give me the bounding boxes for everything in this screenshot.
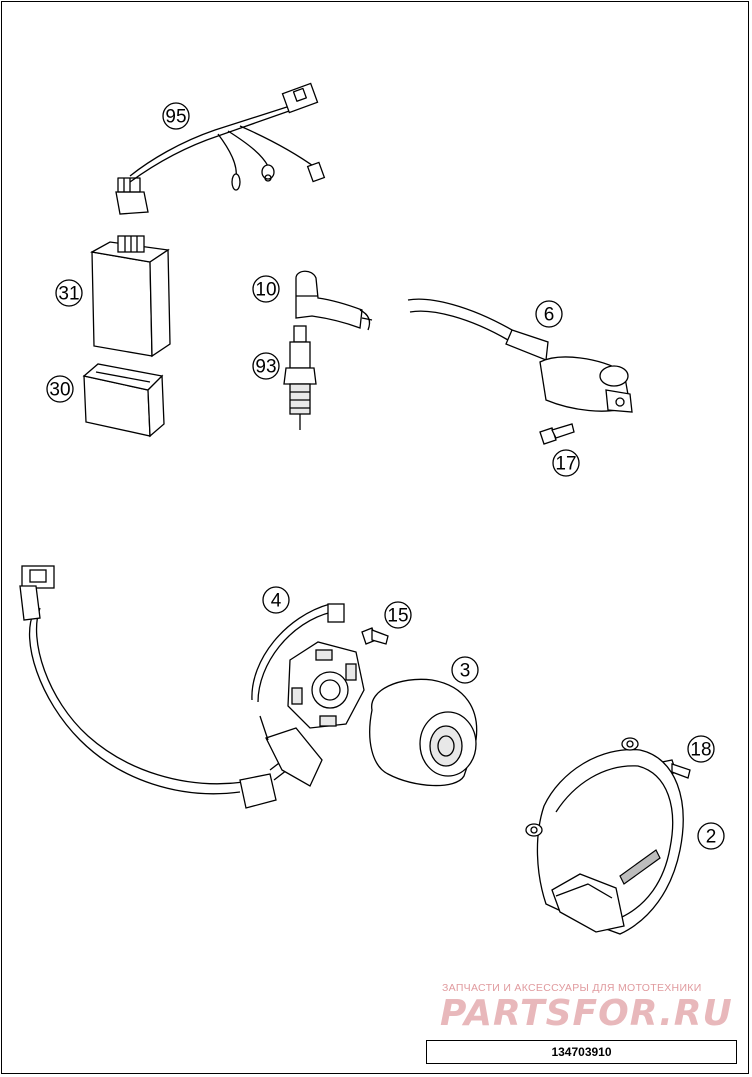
stator-bolt [361, 627, 389, 645]
callout-label-15: 15 [387, 606, 408, 627]
callout-label-95: 95 [165, 107, 186, 128]
watermark-logo: PARTSFOR.RU [440, 993, 733, 1034]
callout-31: 31 [55, 279, 83, 307]
callout-label-30: 30 [49, 380, 70, 401]
watermark-tagline: ЗАПЧАСТИ И АКСЕССУАРЫ ДЛЯ МОТОТЕХНИКИ [442, 982, 702, 994]
callouts: 95 31 30 10 93 6 17 4 [46, 102, 725, 850]
callout-10: 10 [252, 275, 280, 303]
callout-17: 17 [552, 449, 580, 477]
callout-label-4: 4 [271, 591, 282, 612]
callout-label-18: 18 [690, 740, 711, 761]
callout-93: 93 [252, 352, 280, 380]
wiring-harness [115, 82, 326, 215]
callout-3: 3 [451, 656, 479, 684]
callout-95: 95 [162, 102, 190, 130]
callout-15: 15 [384, 601, 412, 629]
coil-bolt [539, 423, 575, 445]
callout-label-17: 17 [555, 454, 576, 475]
callout-label-3: 3 [460, 661, 471, 682]
callout-6: 6 [535, 300, 563, 328]
cdi-unit [90, 235, 171, 358]
callout-label-93: 93 [255, 357, 276, 378]
callout-label-31: 31 [58, 284, 79, 305]
flywheel-rotor [369, 678, 478, 787]
callout-label-6: 6 [544, 305, 555, 326]
stator-assembly [19, 565, 365, 809]
spark-plug-connector [295, 270, 373, 331]
ignition-coil [407, 298, 633, 413]
diagram-code: 134703910 [426, 1040, 737, 1064]
cdi-rubber-holder [82, 363, 165, 438]
ignition-cover [525, 737, 684, 935]
callout-4: 4 [262, 586, 290, 614]
spark-plug [283, 325, 317, 430]
callout-2: 2 [697, 822, 725, 850]
callout-label-2: 2 [706, 827, 717, 848]
callout-18: 18 [687, 735, 715, 763]
callout-30: 30 [46, 375, 74, 403]
callout-label-10: 10 [255, 280, 276, 301]
